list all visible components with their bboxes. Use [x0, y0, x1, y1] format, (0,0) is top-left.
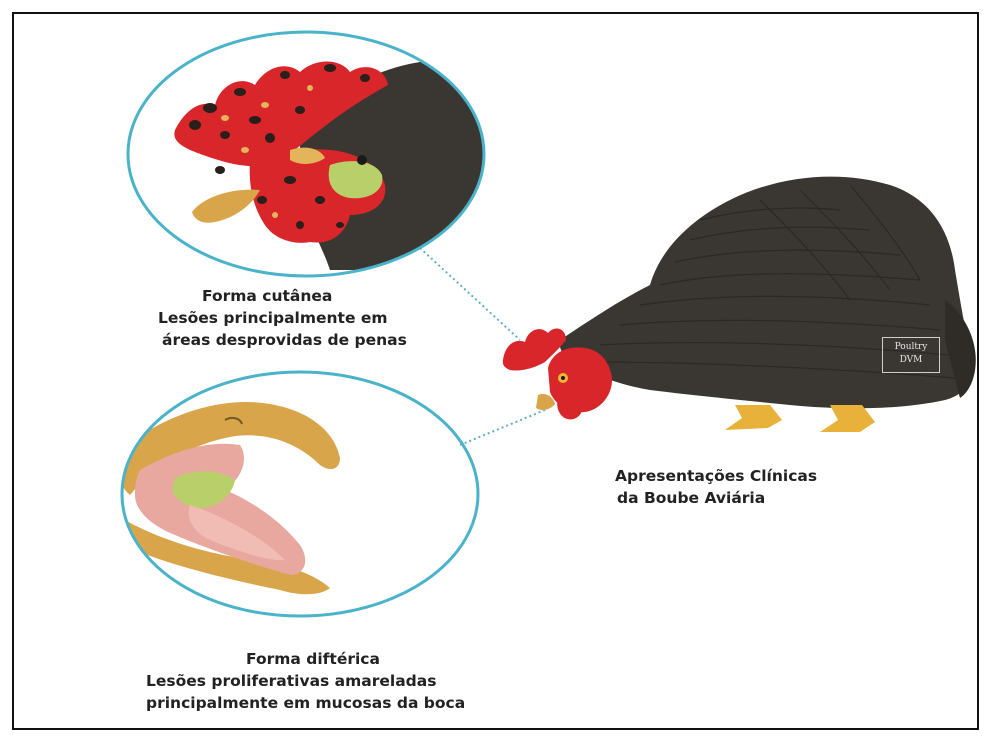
caption-cutaneous-line1: Lesões principalmente em: [158, 307, 407, 329]
caption-cutaneous-title: Forma cutânea: [158, 285, 407, 307]
caption-diphtheric-title: Forma diftérica: [146, 648, 465, 670]
connector-line-difterica: [460, 410, 545, 445]
cutaneous-lesion-closeup-icon: [128, 32, 496, 276]
caption-diphtheric-line2: principalmente em mucosas da boca: [146, 692, 465, 714]
hen-illustration-icon: [503, 177, 976, 432]
caption-diphtheric-line1: Lesões proliferativas amareladas: [146, 670, 465, 692]
watermark-line2: DVM: [883, 354, 939, 367]
watermark-line1: Poultry: [883, 341, 939, 354]
connector-line-cutanea: [420, 248, 520, 340]
caption-clinical-line2: da Boube Aviária: [615, 487, 817, 509]
caption-clinical-presentations: Apresentações Clínicas da Boube Aviária: [615, 465, 817, 509]
watermark-logo: Poultry DVM: [882, 337, 940, 373]
caption-diphtheric-form: Forma diftérica Lesões proliferativas am…: [146, 648, 465, 714]
caption-clinical-line1: Apresentações Clínicas: [615, 465, 817, 487]
caption-cutaneous-form: Forma cutânea Lesões principalmente em á…: [158, 285, 407, 351]
caption-cutaneous-line2: áreas desprovidas de penas: [158, 329, 407, 351]
diphtheric-beak-closeup-icon: [116, 372, 478, 616]
